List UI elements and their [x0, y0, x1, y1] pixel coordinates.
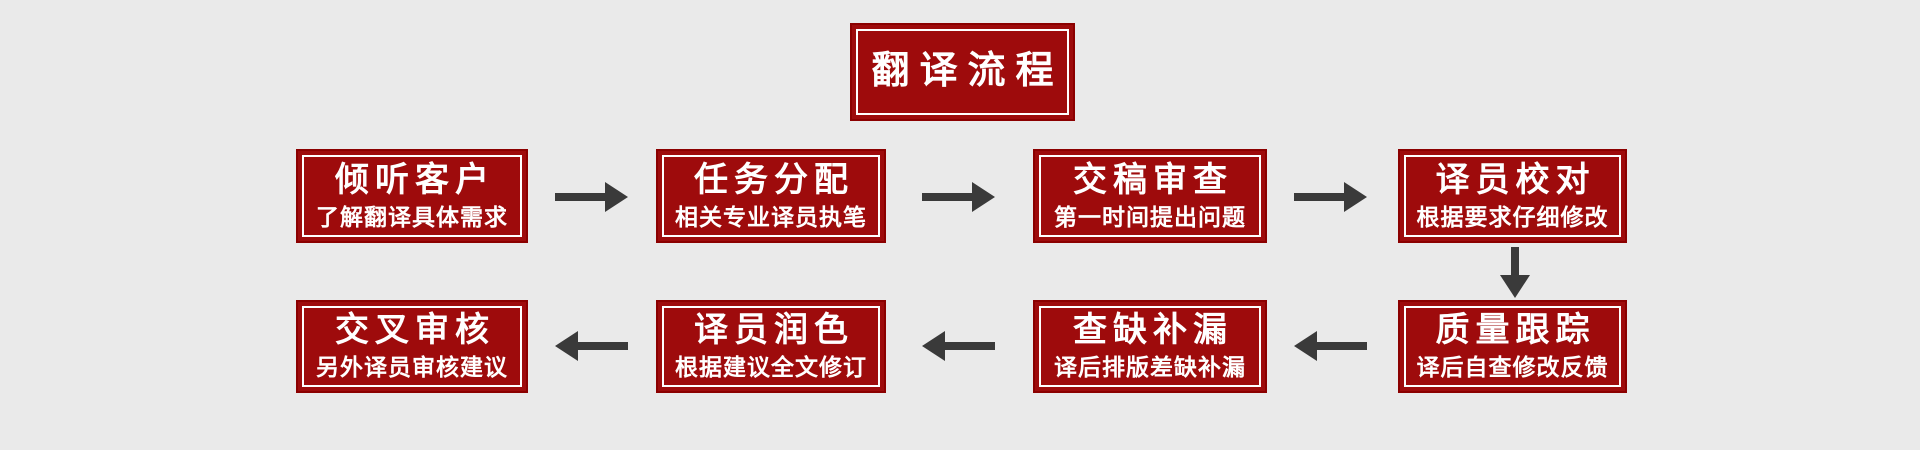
- node-translator-proofreading: 译员校对 根据要求仔细修改: [1398, 149, 1627, 243]
- node-cross-review: 交叉审核 另外译员审核建议: [296, 300, 528, 393]
- node-submission-review: 交稿审查 第一时间提出问题: [1033, 149, 1267, 243]
- arrow-left-icon: [1294, 331, 1367, 361]
- arrow-right-icon: [1294, 182, 1367, 212]
- node-title: 任务分配: [694, 160, 854, 199]
- node-subtitle: 根据建议全文修订: [675, 354, 867, 381]
- node-quality-tracking: 质量跟踪 译后自查修改反馈: [1398, 300, 1627, 393]
- node-subtitle: 第一时间提出问题: [1054, 203, 1246, 230]
- node-title: 查缺补漏: [1073, 311, 1233, 350]
- node-subtitle: 译后排版差缺补漏: [1054, 354, 1246, 381]
- node-subtitle: 相关专业译员执笔: [675, 203, 867, 230]
- node-title: 交稿审查: [1073, 160, 1233, 199]
- arrow-right-icon: [922, 182, 995, 212]
- arrow-right-icon: [555, 182, 628, 212]
- arrow-down-icon: [1500, 247, 1530, 298]
- arrow-left-icon: [922, 331, 995, 361]
- node-title: 交叉审核: [335, 311, 495, 350]
- node-title: 质量跟踪: [1435, 311, 1596, 350]
- node-title: 译员校对: [1435, 160, 1596, 199]
- node-subtitle: 了解翻译具体需求: [316, 203, 508, 230]
- arrow-left-icon: [555, 331, 628, 361]
- node-subtitle: 另外译员审核建议: [316, 354, 508, 381]
- node-task-assignment: 任务分配 相关专业译员执笔: [656, 149, 886, 243]
- node-subtitle: 译后自查修改反馈: [1416, 354, 1609, 381]
- node-translator-polishing: 译员润色 根据建议全文修订: [656, 300, 886, 393]
- node-gap-filling: 查缺补漏 译后排版差缺补漏: [1033, 300, 1267, 393]
- node-subtitle: 根据要求仔细修改: [1416, 203, 1609, 230]
- node-title: 倾听客户: [335, 160, 495, 199]
- page-title: 翻译流程: [871, 50, 1064, 93]
- title-box: 翻译流程: [850, 23, 1075, 121]
- node-listen-customer: 倾听客户 了解翻译具体需求: [296, 149, 528, 243]
- node-title: 译员润色: [694, 311, 854, 350]
